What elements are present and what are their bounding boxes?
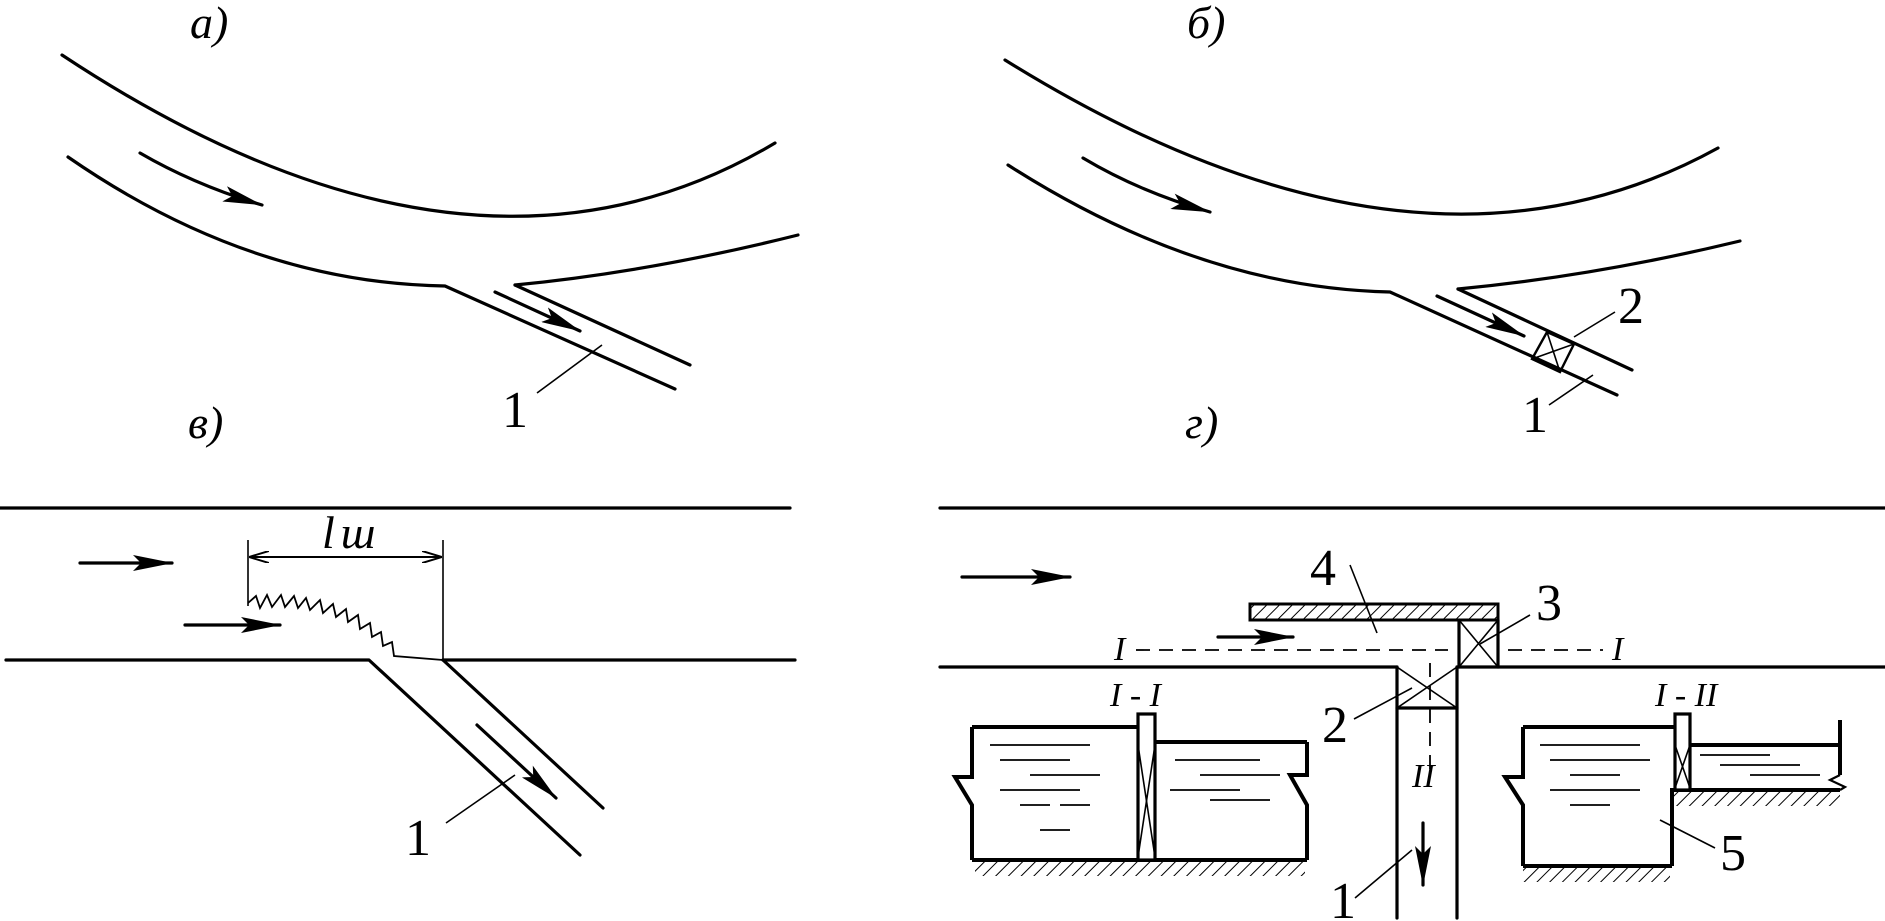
leader-1 [536,344,603,394]
leader-4 [1349,564,1378,634]
river-bank-lower [66,155,677,391]
leader-5 [1659,819,1716,849]
section-inset-1-label: I - I [1109,677,1163,714]
leader-1 [445,774,516,824]
river-bank-right [1456,239,1742,291]
panel-a-label: а) [190,0,228,48]
gate-symbol [1530,330,1576,374]
inset-2-water-lines [1540,744,1820,806]
river-bank-upper [1003,58,1720,216]
label-channel: 1 [1522,387,1548,444]
panel-b-label: б) [1187,0,1225,48]
inset-2-step-hatch [1672,792,1840,806]
screen-zigzag [247,592,444,661]
panel-g: г) I I II 4 3 2 [938,397,1885,921]
gate-2 [1396,666,1458,709]
label-gate-upper: 3 [1536,575,1562,632]
flow-arrow-river [1081,156,1212,214]
section-inset-2: I - II 5 [1501,677,1848,882]
section-inset-2-label: I - II [1654,677,1719,714]
inset-2-step [1670,788,1840,866]
canal-wall-upper [513,283,692,367]
section-II: II [1411,758,1436,795]
leader-2 [1573,311,1616,338]
flow-arrow-branch [475,723,558,800]
flow-arrow-canal [493,290,582,333]
inset-1-wall-left [951,727,974,860]
leader-1 [1354,849,1413,899]
label-wall: 4 [1310,540,1336,597]
leader-2 [1353,687,1413,720]
inset-2-wall-left [1501,727,1525,866]
leader-1 [1548,374,1594,406]
label-channel: 1 [1330,873,1356,921]
panel-v-label: в) [188,397,223,448]
inset-2-floor-hatch [1523,868,1670,882]
label-channel: 1 [405,810,431,867]
gate-3 [1458,619,1499,668]
label-gate: 2 [1322,697,1348,754]
river-bank-lower [1006,163,1619,397]
channel-wall-bottom-left [4,658,582,857]
leader-3 [1479,614,1531,645]
branch-wall [441,658,605,810]
canal-wall-upper [1456,287,1634,372]
panel-a: а) 1 [60,0,800,439]
label-channel: 1 [502,382,528,439]
label-gate: 2 [1618,278,1644,335]
inset-1-floor-hatch [975,862,1305,876]
flow-arrow-canal [1435,294,1526,338]
inset-1-wall-right [1286,742,1309,860]
river-bank-upper [60,53,777,218]
inset-1-water-lines [990,744,1280,831]
inset-2-gate [1673,712,1692,792]
panel-b: б) 2 1 [1003,0,1742,444]
guide-wall [1248,602,1500,622]
panel-g-label: г) [1185,397,1218,448]
label-step: 5 [1720,825,1746,882]
section-I-left: I [1113,631,1127,668]
section-I-right: I [1611,631,1625,668]
river-bank-right [513,233,800,287]
section-inset-1: I - I [951,677,1309,876]
inset-1-gate [1136,712,1157,862]
flow-arrow-river [138,151,264,207]
